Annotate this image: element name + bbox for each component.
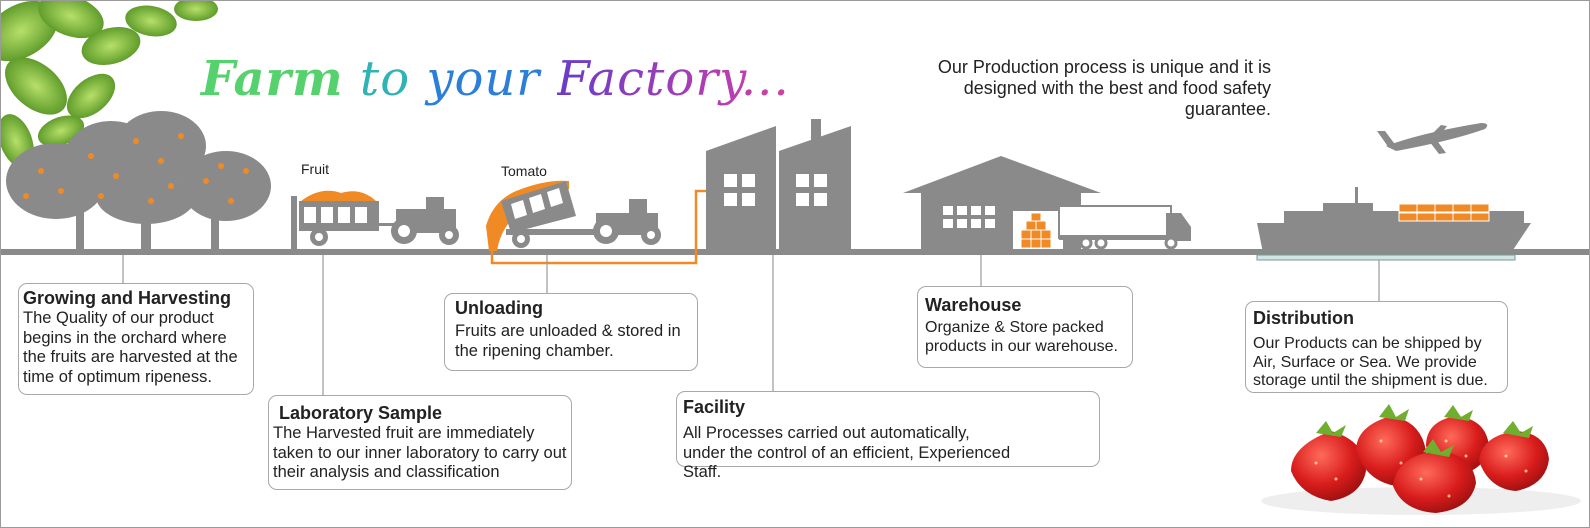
intro-text: Our Production process is unique and it … xyxy=(937,57,1271,119)
step-title: Unloading xyxy=(455,298,543,318)
ground-line xyxy=(1,249,1589,255)
step-title: Laboratory Sample xyxy=(279,403,443,423)
step-description: All Processes carried out automatically,… xyxy=(683,424,1011,481)
strawberries-image xyxy=(1261,404,1581,515)
title-word-farm: Farm xyxy=(201,51,344,107)
step-warehouse: Warehouse Organize & Store packed produc… xyxy=(917,286,1133,368)
step-laboratory-sample: Laboratory Sample The Harvested fruit ar… xyxy=(268,395,572,490)
step-distribution: Distribution Our Products can be shipped… xyxy=(1245,301,1508,393)
step-description: The Quality of our product begins in the… xyxy=(23,309,238,386)
step-title: Growing and Harvesting xyxy=(23,288,232,308)
step-description: Our Products can be shipped by Air, Surf… xyxy=(1253,335,1488,389)
step-description: The Harvested fruit are immediately take… xyxy=(273,424,567,481)
cargo-ship-icon xyxy=(1256,187,1531,261)
connector-lines xyxy=(122,255,1380,396)
warehouse-icon xyxy=(903,156,1191,250)
fruit-label: Fruit xyxy=(301,161,329,177)
step-description: Fruits are unloaded & stored in the ripe… xyxy=(455,322,681,360)
step-title: Distribution xyxy=(1253,308,1354,328)
step-title: Warehouse xyxy=(925,295,1022,315)
step-growing-harvesting: Growing and Harvesting The Quality of ou… xyxy=(18,283,254,395)
step-facility: Facility All Processes carried out autom… xyxy=(676,391,1100,481)
title-word-to: to xyxy=(359,51,411,107)
transfer-pipe xyxy=(490,189,706,265)
step-title: Facility xyxy=(683,397,746,417)
airplane-icon xyxy=(1377,123,1488,154)
leaves-decoration xyxy=(1,1,218,168)
orchard-trees-icon xyxy=(6,111,271,249)
title-word-factory: Factory... xyxy=(556,51,790,107)
fruit-trailer-tractor-icon xyxy=(291,190,459,249)
title-word-your: your xyxy=(426,51,541,107)
tomato-label: Tomato xyxy=(501,163,547,179)
step-unloading: Unloading Fruits are unloaded & stored i… xyxy=(444,293,698,371)
tomato-dump-truck-icon xyxy=(486,180,661,251)
factory-building-icon xyxy=(706,119,851,249)
step-description: Organize & Store packed products in our … xyxy=(925,319,1118,355)
page-title: Farm to your Factory... xyxy=(201,51,790,107)
